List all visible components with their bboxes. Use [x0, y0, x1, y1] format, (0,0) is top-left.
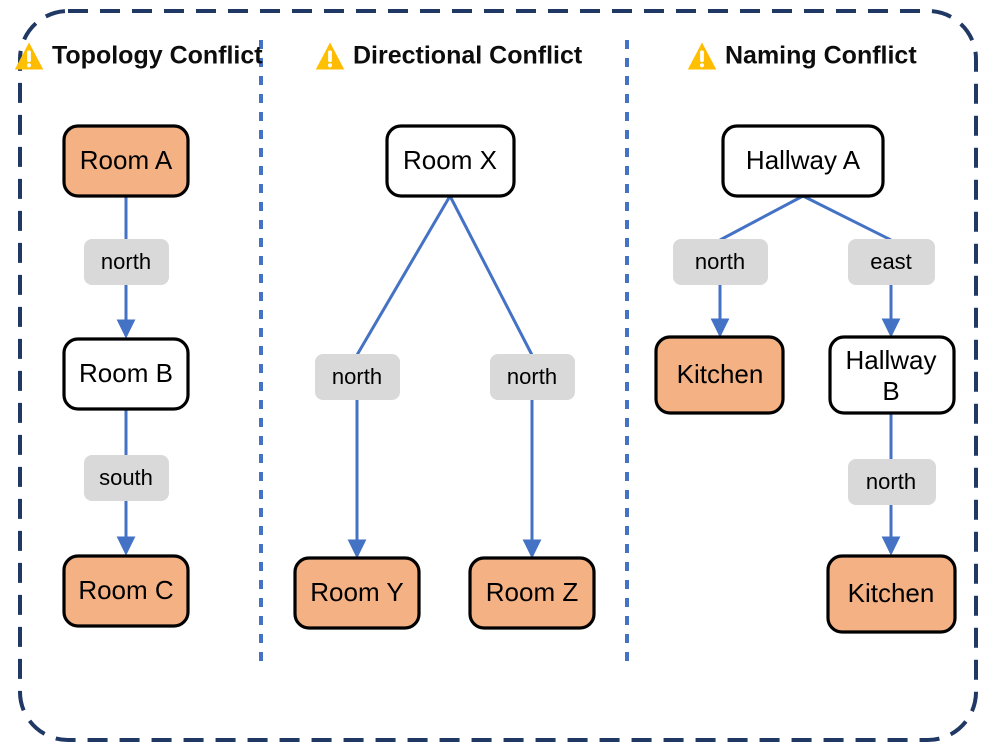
node-roomB[interactable]: Room B	[62, 337, 190, 411]
node-roomY[interactable]: Room Y	[293, 556, 421, 630]
panel-header-naming: Naming Conflict	[687, 42, 917, 70]
node-label-line1: Hallway	[845, 345, 936, 375]
edge-label-north-2: north	[315, 354, 400, 400]
edge-label-text: north	[332, 364, 382, 389]
edge-roomX-roomZ-upper	[448, 195, 534, 356]
edge-label-text: east	[870, 249, 912, 274]
node-label: Room Y	[310, 577, 403, 607]
panel-body-naming: north east north Hallway A Kitchen	[654, 124, 957, 634]
warning-triangle-icon	[687, 42, 717, 70]
panel-body-topology: north south Room A Room B Room C	[62, 124, 190, 628]
warning-triangle-icon	[14, 42, 44, 70]
node-label: Hallway A	[746, 145, 861, 175]
node-label: Room X	[403, 145, 497, 175]
outer-dashed-border	[18, 9, 978, 742]
node-label: Room C	[78, 575, 173, 605]
edge-label-north-3: north	[490, 354, 575, 400]
edge-label-north-4: north	[673, 239, 768, 285]
edge-hallwayA-kitchen-upper	[719, 194, 804, 242]
panel-title-topology: Topology Conflict	[52, 42, 263, 70]
node-kitchen-2[interactable]: Kitchen	[826, 554, 957, 634]
edge-label-text: north	[507, 364, 557, 389]
node-kitchen-1[interactable]: Kitchen	[654, 335, 785, 415]
panel-body-directional: north north Room X Room Y Room Z	[293, 124, 596, 630]
node-label: Room Z	[486, 577, 579, 607]
node-label: Room B	[79, 358, 173, 388]
panel-title-naming: Naming Conflict	[725, 42, 917, 70]
node-label: Room A	[80, 145, 173, 175]
panel-title-directional: Directional Conflict	[353, 42, 583, 70]
edge-label-south-1: south	[84, 455, 169, 501]
node-hallwayB[interactable]: Hallway B	[828, 335, 956, 415]
node-roomA[interactable]: Room A	[62, 124, 190, 198]
edge-label-text: north	[866, 469, 916, 494]
node-roomX[interactable]: Room X	[385, 124, 516, 198]
panel-header-directional: Directional Conflict	[315, 42, 583, 70]
warning-triangle-icon	[315, 42, 345, 70]
node-label: Kitchen	[848, 578, 935, 608]
node-roomZ[interactable]: Room Z	[468, 556, 596, 630]
edge-label-east: east	[848, 239, 935, 285]
edge-label-north-5: north	[848, 459, 936, 505]
edge-label-text: north	[695, 249, 745, 274]
node-roomC[interactable]: Room C	[62, 554, 190, 628]
edge-roomX-roomY-upper	[355, 195, 452, 356]
edge-hallwayA-hallwayB-upper	[802, 194, 892, 242]
node-hallwayA[interactable]: Hallway A	[721, 124, 885, 198]
edge-label-north-1: north	[84, 239, 169, 285]
node-label-line2: B	[882, 376, 899, 406]
edge-label-text: south	[99, 465, 153, 490]
panel-header-topology: Topology Conflict	[14, 42, 263, 70]
node-label: Kitchen	[677, 359, 764, 389]
edge-label-text: north	[101, 249, 151, 274]
